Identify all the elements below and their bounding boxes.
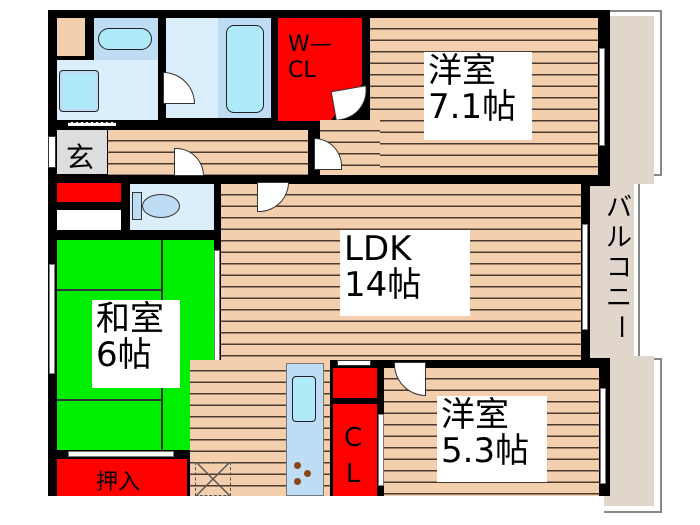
tatami-line-2 <box>57 289 161 291</box>
wcl-label: W— CL <box>288 32 332 84</box>
japanese-room-window[interactable] <box>49 264 55 374</box>
toilet-tank-icon <box>132 192 142 220</box>
closet <box>333 404 377 496</box>
western-room-2-label: 洋室 5.3帖 <box>437 396 547 482</box>
western-room-1-window[interactable] <box>599 48 605 146</box>
kitchen-sink-icon <box>292 376 316 422</box>
western-room-1-label: 洋室 7.1帖 <box>424 52 532 140</box>
bathtub-icon <box>226 25 264 113</box>
tatami-line-3 <box>57 399 161 401</box>
ldk-lower-left <box>221 360 281 450</box>
washing-machine-icon <box>59 70 99 112</box>
japanese-room-label: 和室 6帖 <box>92 300 180 388</box>
balcony-top <box>604 16 654 184</box>
burner-icon <box>294 462 301 469</box>
entrance <box>57 130 107 174</box>
ldk-label: LDK 14帖 <box>340 230 470 316</box>
oshiire-label: 押入 <box>96 470 141 495</box>
shoe-cabinet <box>57 183 121 202</box>
washroom-curtain <box>68 122 116 126</box>
shoe-cabinet-lower <box>57 210 121 230</box>
closet-upper-door[interactable] <box>337 360 371 366</box>
tatami-line-4 <box>161 344 163 450</box>
balcony-bottom <box>604 356 654 506</box>
toilet-bowl-icon <box>142 194 180 218</box>
storage-hatch-icon <box>195 462 231 496</box>
small-storage <box>57 18 85 56</box>
balcony-indent <box>590 186 610 358</box>
ldk-window[interactable] <box>582 224 588 330</box>
western-room-2-window[interactable] <box>600 388 606 484</box>
tatami-line-1 <box>161 240 163 344</box>
sink-icon <box>98 28 152 50</box>
balcony-label: バ ル コ ニ ー <box>604 193 635 340</box>
oshiire-doors[interactable] <box>68 451 174 457</box>
burner-icon <box>294 478 301 485</box>
entrance-label: 玄 <box>66 141 95 174</box>
closet-label: C L <box>344 423 363 490</box>
closet-sliding-door[interactable] <box>378 414 384 486</box>
closet-upper <box>333 368 377 398</box>
front-door[interactable] <box>48 136 56 168</box>
hallway <box>108 130 308 175</box>
burner-icon <box>304 470 311 477</box>
stove-icon <box>286 456 324 496</box>
oshiire <box>57 459 187 496</box>
